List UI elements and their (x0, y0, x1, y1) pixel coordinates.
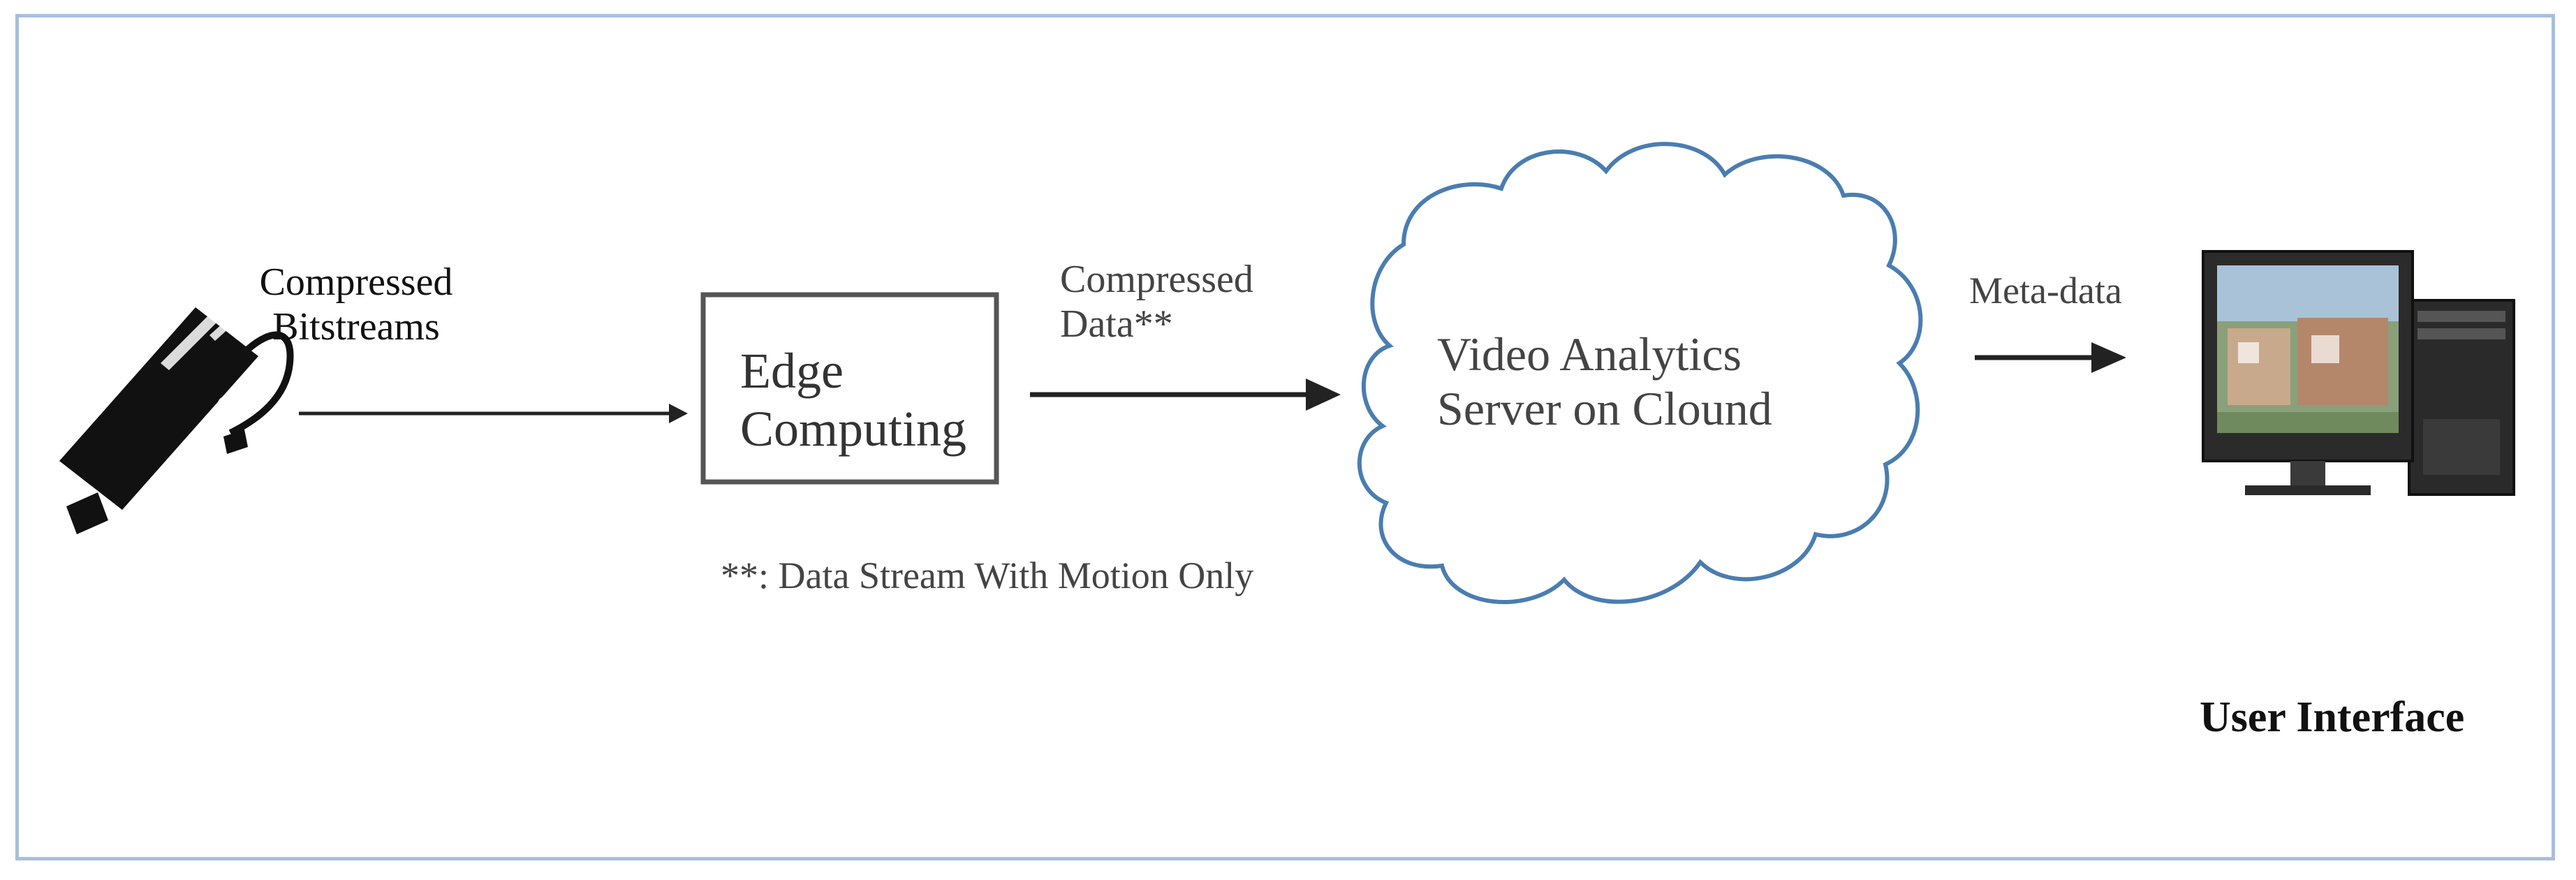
cloud-shape (1357, 142, 1923, 605)
compressed-bitstreams-label-line2: Bitstreams (272, 305, 440, 349)
edge-computing-label-line2: Computing (740, 400, 967, 457)
cloud-server-label-line1: Video Analytics (1437, 328, 1742, 381)
user-interface-label: User Interface (2200, 694, 2465, 741)
compressed-data-label-line1: Compressed (1060, 258, 1253, 301)
compressed-data-label-line2: Data** (1060, 302, 1173, 346)
compressed-bitstreams-label: Compressed Bitstreams (209, 260, 503, 350)
footnote: **: Data Stream With Motion Only (721, 555, 1254, 596)
cloud-server-label: Video Analytics Server on Clound (1437, 327, 1772, 436)
edge-computing-label-line1: Edge (740, 343, 844, 399)
diagram-frame (15, 14, 2555, 860)
edge-computing-box (700, 292, 999, 485)
cloud-server-label-line2: Server on Clound (1437, 382, 1772, 436)
desktop-computer-icon (2202, 250, 2515, 496)
security-camera-icon (59, 307, 294, 534)
compressed-bitstreams-label-line1: Compressed (259, 261, 453, 304)
compressed-data-label: Compressed Data** (1060, 257, 1253, 347)
metadata-label: Meta-data (1969, 270, 2122, 311)
edge-computing-label: Edge Computing (740, 342, 966, 458)
